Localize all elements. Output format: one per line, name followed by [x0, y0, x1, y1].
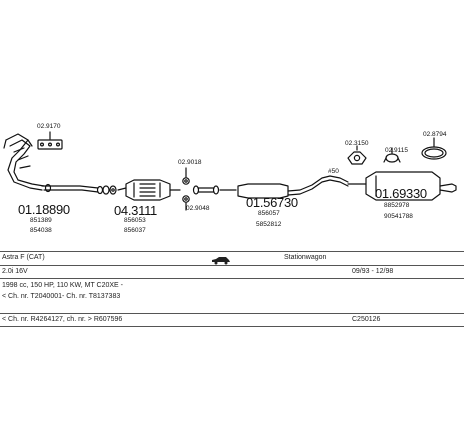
front-pipe-drawing	[3, 133, 104, 195]
gasket-02-9048-drawing	[182, 195, 190, 211]
table-border-1	[0, 265, 464, 266]
table-border-2	[0, 278, 464, 279]
intermediate-pipe-drawing	[192, 185, 220, 195]
tail-ring-02-8794-drawing	[421, 137, 447, 160]
vehicle-model: Astra F (CAT)	[2, 254, 45, 261]
gasket-02-9018-drawing	[182, 167, 190, 185]
part-label-02-9115: 02.9115	[385, 147, 409, 154]
part-number-01-18890: 01.18890	[18, 202, 70, 217]
ref-856053: 856053	[124, 217, 146, 224]
ref-856037: 856037	[124, 227, 146, 234]
car-icon	[210, 252, 232, 270]
ref-8852978: 8852978	[384, 202, 410, 209]
part-label-02-9170: 02.9170	[37, 123, 61, 130]
catalytic-converter-drawing	[117, 179, 181, 201]
middle-silencer-drawing	[219, 175, 349, 199]
engine: 2.0i 16V	[2, 268, 28, 275]
table-border-3	[0, 313, 464, 314]
chassis-range-2: < Ch. nr. R4264127, ch. nr. > R607596	[2, 316, 123, 323]
part-number-01-56730: 01.56730	[246, 195, 298, 210]
connector-clamps-drawing	[102, 185, 117, 195]
body-type: Stationwagon	[284, 254, 327, 261]
clamp-02-9115-drawing	[383, 147, 401, 163]
exhaust-drawing	[3, 131, 457, 211]
part-number-04-3111: 04.3111	[114, 203, 157, 218]
ref-5852812: 5852812	[256, 221, 282, 228]
ref-90541788: 90541788	[384, 213, 413, 220]
part-number-01-69330: 01.69330	[375, 186, 427, 201]
part-label-02-3150: 02.3150	[345, 140, 369, 147]
rubber-hanger-02-3150-drawing	[347, 145, 367, 165]
chassis-range: < Ch. nr. T2040001- Ch. nr. T8137383	[2, 293, 121, 300]
part-label-02-8794: 02.8794	[423, 131, 447, 138]
gasket-02-9170-drawing	[37, 131, 63, 150]
rear-silencer-drawing	[347, 171, 457, 201]
table-border-top	[0, 251, 464, 252]
table-border-bottom	[0, 326, 464, 327]
exhaust-system-diagram: 02.9170 01.18890 851389 854038 04.3111 8…	[3, 123, 457, 234]
system-code: C250126	[352, 316, 381, 323]
ref-854038: 854038	[30, 227, 52, 234]
ref-851389: 851389	[30, 217, 52, 224]
part-label-50: #50	[328, 168, 339, 175]
engine-spec: 1998 cc, 150 HP, 110 KW, MT C20XE -	[2, 282, 124, 289]
part-label-02-9018: 02.9018	[178, 159, 202, 166]
years: 09/93 - 12/98	[352, 268, 394, 275]
part-label-02-9048: 02.9048	[186, 205, 210, 212]
ref-856057: 856057	[258, 210, 280, 217]
